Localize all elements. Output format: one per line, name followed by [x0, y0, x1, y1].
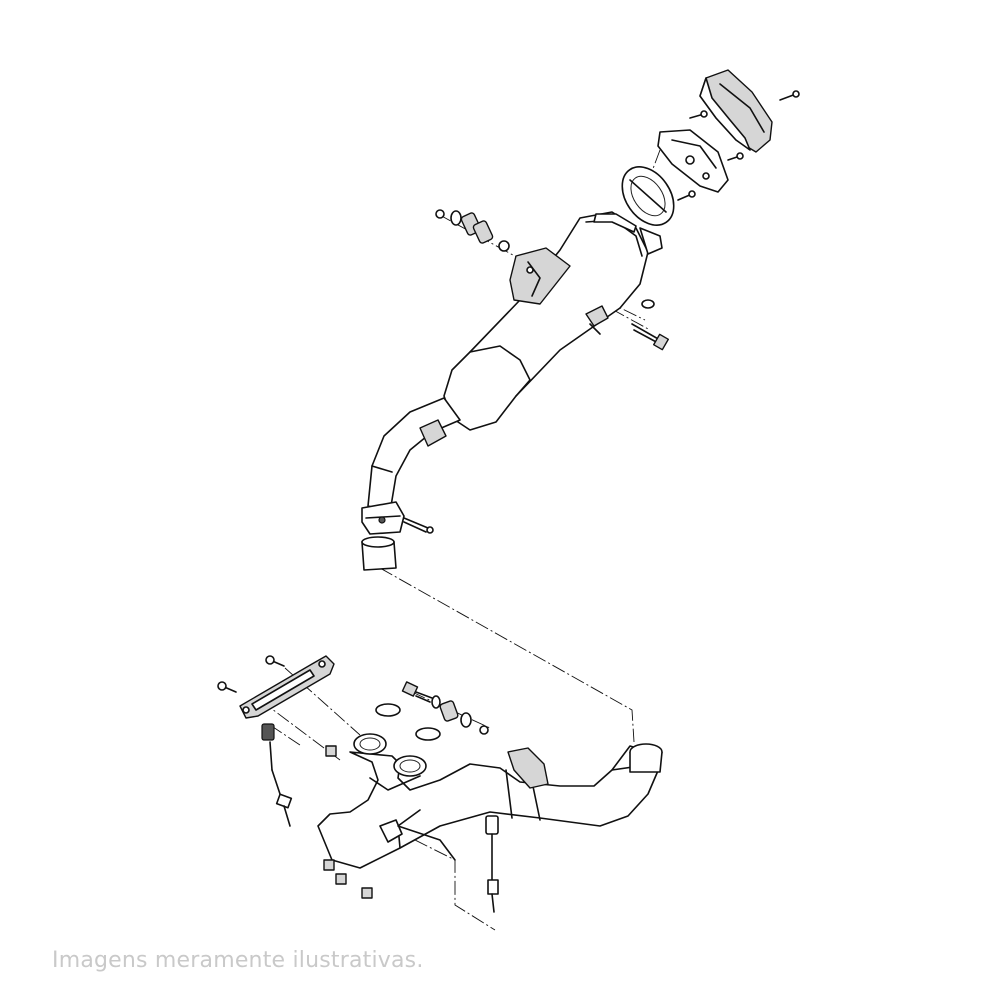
- exhaust-gasket-ring: [361, 536, 397, 571]
- heat-shield-screws: [217, 655, 285, 693]
- header-outlet-flange: [629, 743, 663, 773]
- muffler-grommet-stack: [435, 209, 510, 252]
- header-heat-shield: [239, 655, 335, 719]
- cap-bolt-top: [779, 90, 800, 101]
- header-hanger-bracket: [379, 819, 456, 861]
- muffler-inner-plate: [657, 129, 729, 193]
- muffler-body: [443, 211, 663, 431]
- muffler-end-cap: [699, 69, 773, 153]
- header-nuts: [323, 745, 373, 899]
- oxygen-sensor-left: [261, 723, 293, 827]
- clamp-bolt: [403, 517, 434, 534]
- oxygen-sensor-right: [485, 815, 499, 913]
- baffle-disc: [621, 166, 675, 226]
- port-gasket-left: [375, 703, 401, 717]
- header-mount-bolt-stack: [401, 681, 489, 735]
- header-pipe-assembly: [317, 745, 661, 869]
- muffler-hanger-bracket: [509, 247, 571, 305]
- muffler-side-clip: [585, 299, 655, 335]
- link-pipe: [367, 397, 461, 513]
- port-flange-left: [353, 733, 387, 755]
- muffler-mount-bolt: [631, 323, 670, 351]
- disclaimer-caption: Imagens meramente ilustrativas.: [52, 948, 424, 973]
- port-flange-right: [393, 755, 427, 777]
- port-gasket-right: [415, 727, 441, 741]
- pipe-clamp: [361, 501, 405, 535]
- plate-screws: [677, 110, 744, 201]
